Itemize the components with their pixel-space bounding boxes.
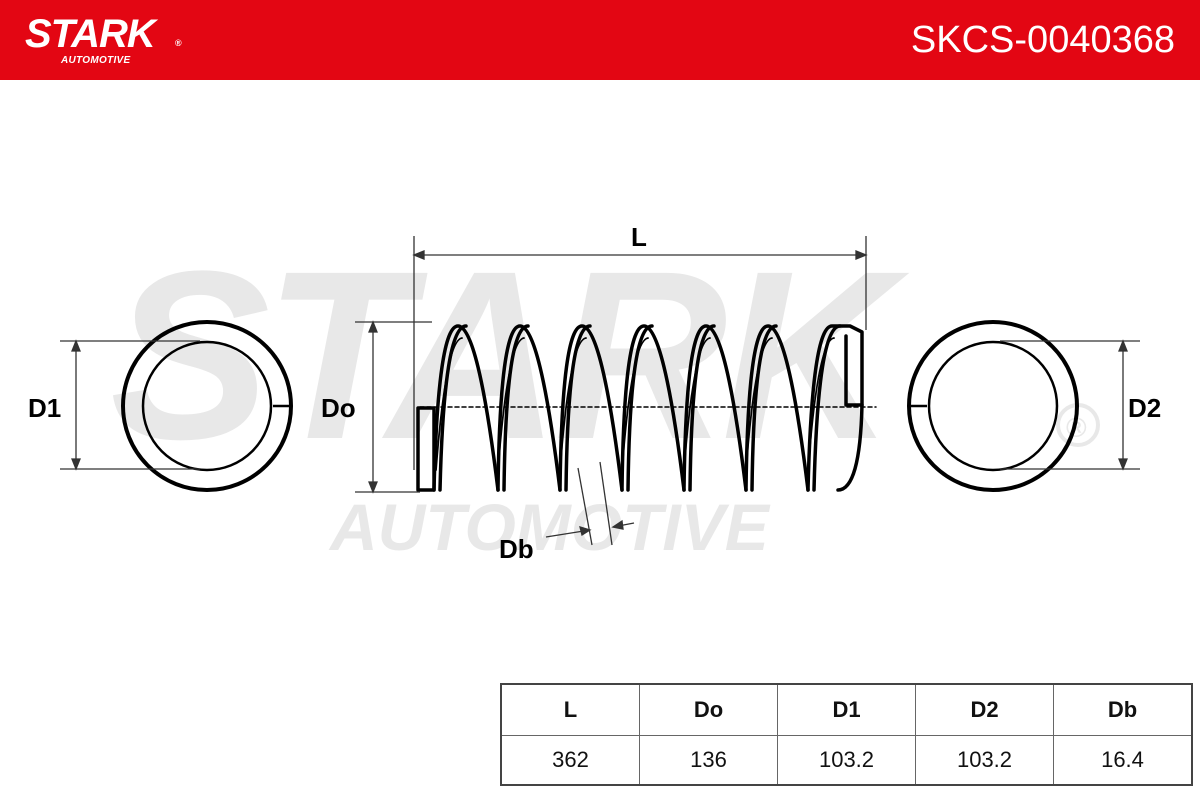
spec-value-d1: 103.2 [777, 735, 916, 785]
end-view-right [907, 320, 1079, 492]
end-view-left [121, 320, 293, 492]
dimension-lines [60, 236, 1140, 546]
logo-wordmark: STARK [25, 12, 156, 56]
label-wire-diameter: Db [499, 534, 534, 564]
label-outer-diameter: Do [321, 393, 356, 423]
spec-value-do: 136 [639, 735, 778, 785]
watermark-sub: AUTOMOTIVE [328, 490, 771, 564]
label-d2: D2 [1128, 393, 1161, 423]
spring-side-view [416, 324, 877, 492]
part-number: SKCS-0040368 [910, 19, 1175, 61]
spec-table-header-row: L Do D1 D2 Db [500, 684, 1193, 736]
spec-header-db: Db [1053, 684, 1193, 736]
spec-table: L Do D1 D2 Db 362 136 103.2 103.2 16.4 [500, 683, 1193, 786]
label-d1: D1 [28, 393, 61, 423]
stark-logo: STARK ® AUTOMOTIVE [25, 12, 182, 66]
watermark-main: STARK [110, 221, 910, 489]
label-length: L [631, 222, 647, 252]
spec-value-d2: 103.2 [915, 735, 1054, 785]
logo-subtitle: AUTOMOTIVE [61, 55, 131, 66]
spec-header-d2: D2 [915, 684, 1054, 736]
spec-value-l: 362 [500, 735, 640, 785]
watermark: STARK AUTOMOTIVE ® [110, 221, 1100, 564]
spring-diagram: STARK AUTOMOTIVE ® [28, 221, 1161, 564]
spec-header-do: Do [639, 684, 778, 736]
spec-value-db: 16.4 [1053, 735, 1193, 785]
spec-header-l: L [500, 684, 640, 736]
header-bar: STARK ® AUTOMOTIVE SKCS-0040368 [0, 0, 1200, 80]
spec-table-value-row: 362 136 103.2 103.2 16.4 [500, 735, 1193, 785]
spec-header-d1: D1 [777, 684, 916, 736]
registered-mark: ® [175, 38, 182, 48]
